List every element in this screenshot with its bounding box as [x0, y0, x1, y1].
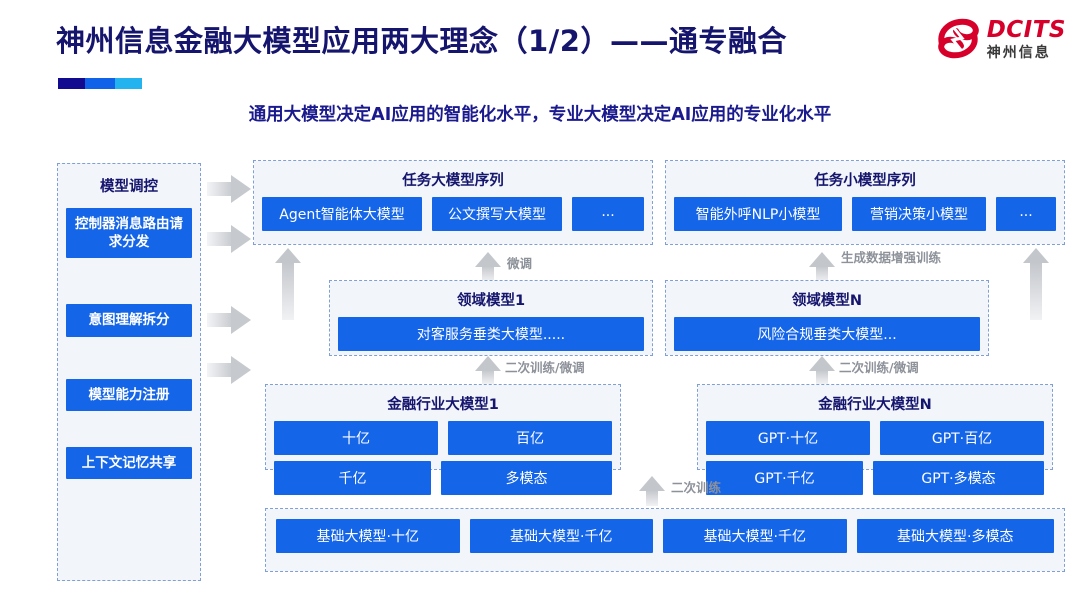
- right-arrow-icon-2: [207, 225, 251, 253]
- industry-model-1-title: 金融行业大模型1: [387, 397, 499, 413]
- page-subtitle: 通用大模型决定AI应用的智能化水平，专业大模型决定AI应用的专业化水平: [248, 105, 832, 125]
- arrow-label-retrain: 二次训练: [671, 480, 722, 495]
- accent-segment-1: [58, 78, 85, 89]
- sidebar-item-intent-parsing[interactable]: 意图理解拆分: [66, 304, 192, 337]
- accent-segment-2: [85, 78, 115, 89]
- chip-outbound-nlp-small-model[interactable]: 智能外呼NLP小模型: [674, 197, 842, 231]
- chip-indn-gpt-billion[interactable]: GPT·十亿: [706, 421, 870, 455]
- dcits-swirl-icon: [936, 18, 980, 60]
- chip-base-hundred-billion-a[interactable]: 基础大模型·千亿: [469, 519, 653, 553]
- logo-en-text: DCITS: [986, 16, 1066, 43]
- up-arrow-icon-retrain-left: [475, 356, 501, 384]
- task-big-model-panel: 任务大模型序列 Agent智能体大模型 公文撰写大模型 ...: [253, 160, 653, 245]
- domain-model-1-panel: 领域模型1 对客服务垂类大模型.....: [329, 280, 653, 356]
- sidebar-item-context-memory-sharing[interactable]: 上下文记忆共享: [66, 446, 192, 480]
- chip-indn-gpt-multimodal[interactable]: GPT·多模态: [873, 461, 1044, 495]
- chip-ind1-billion[interactable]: 十亿: [274, 421, 438, 455]
- slide-header: 神州信息金融大模型应用两大理念（1/2）——通专融合 DCITS 神州信息 通用…: [0, 0, 1080, 125]
- chip-risk-compliance-vertical-model[interactable]: 风险合规垂类大模型...: [674, 317, 980, 351]
- base-model-panel: 基础大模型·十亿 基础大模型·千亿 基础大模型·千亿 基础大模型·多模态: [265, 508, 1065, 572]
- chip-customer-service-vertical-model[interactable]: 对客服务垂类大模型.....: [338, 317, 644, 351]
- sidebar-arrow-column: [205, 163, 253, 581]
- domain-model-1-title: 领域模型1: [456, 293, 526, 309]
- arrow-label-data-augmentation: 生成数据增强训练: [841, 250, 942, 265]
- up-arrow-icon-data-augmentation: [809, 252, 835, 282]
- up-arrow-icon-retrain-right: [809, 356, 835, 384]
- task-big-model-title: 任务大模型序列: [402, 173, 504, 189]
- chip-marketing-decision-small-model[interactable]: 营销决策小模型: [852, 197, 986, 231]
- chip-indn-gpt-ten-billion[interactable]: GPT·百亿: [880, 421, 1044, 455]
- sidebar-item-controller-routing[interactable]: 控制器消息路由请求分发: [66, 208, 192, 259]
- arrow-label-fine-tune: 微调: [507, 256, 533, 271]
- accent-segment-3: [115, 78, 142, 89]
- chip-base-multimodal[interactable]: 基础大模型·多模态: [856, 519, 1054, 553]
- chip-task-big-more[interactable]: ...: [572, 197, 644, 231]
- up-arrow-icon-retrain-base: [639, 476, 665, 506]
- logo-cn-text: 神州信息: [986, 44, 1051, 61]
- chip-ind1-hundred-billion[interactable]: 千亿: [274, 461, 431, 495]
- domain-model-n-title: 领域模型N: [791, 293, 863, 309]
- up-arrow-icon-domainN-to-tasksmall: [1023, 248, 1049, 320]
- architecture-board: 任务大模型序列 Agent智能体大模型 公文撰写大模型 ... 任务小模型序列 …: [253, 160, 1065, 584]
- right-arrow-icon-3: [207, 306, 251, 334]
- model-control-sidebar: 模型调控 控制器消息路由请求分发 意图理解拆分 模型能力注册 上下文记忆共享: [57, 163, 201, 581]
- up-arrow-icon-domain1-to-taskbig: [275, 248, 301, 320]
- chip-base-billion[interactable]: 基础大模型·十亿: [276, 519, 460, 553]
- company-logo: DCITS 神州信息: [936, 18, 1066, 60]
- right-arrow-icon-1: [207, 175, 251, 203]
- chip-task-small-more[interactable]: ...: [996, 197, 1056, 231]
- arrow-label-retrain-finetune-right: 二次训练/微调: [839, 360, 919, 375]
- chip-base-hundred-billion-b[interactable]: 基础大模型·千亿: [663, 519, 847, 553]
- industry-model-n-panel: 金融行业大模型N GPT·十亿 GPT·百亿 GPT·千亿 GPT·多模态: [697, 384, 1053, 495]
- page-title: 神州信息金融大模型应用两大理念（1/2）——通专融合: [56, 24, 787, 58]
- chip-document-writing-big-model[interactable]: 公文撰写大模型: [432, 197, 562, 231]
- chip-ind1-multimodal[interactable]: 多模态: [441, 461, 612, 495]
- task-small-model-panel: 任务小模型序列 智能外呼NLP小模型 营销决策小模型 ...: [665, 160, 1065, 245]
- sidebar-item-capability-registry[interactable]: 模型能力注册: [66, 378, 192, 411]
- industry-model-1-panel: 金融行业大模型1 十亿 百亿 千亿 多模态: [265, 384, 621, 495]
- industry-model-n-title: 金融行业大模型N: [818, 397, 932, 413]
- arrow-label-retrain-finetune-left: 二次训练/微调: [505, 360, 585, 375]
- sidebar-title: 模型调控: [100, 179, 158, 195]
- domain-model-n-panel: 领域模型N 风险合规垂类大模型...: [665, 280, 989, 356]
- logo-wordmark: DCITS 神州信息: [986, 16, 1066, 61]
- chip-agent-big-model[interactable]: Agent智能体大模型: [262, 197, 422, 231]
- up-arrow-icon-fine-tune: [475, 252, 501, 282]
- right-arrow-icon-4: [207, 356, 251, 384]
- chip-indn-gpt-hundred-billion[interactable]: GPT·千亿: [706, 461, 863, 495]
- title-accent-bar: [58, 78, 142, 89]
- chip-ind1-ten-billion[interactable]: 百亿: [448, 421, 612, 455]
- task-small-model-title: 任务小模型序列: [814, 173, 916, 189]
